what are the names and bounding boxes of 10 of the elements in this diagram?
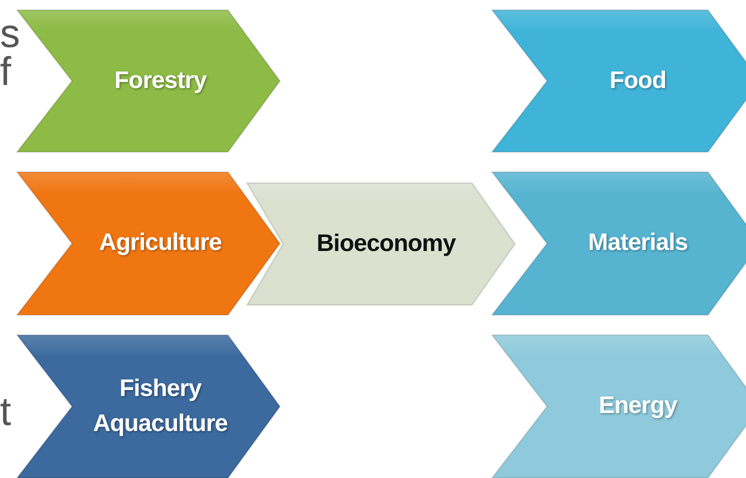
chevron-label: Agriculture xyxy=(99,228,222,258)
chevron-label: Energy xyxy=(598,391,678,422)
cut-off-text: t xyxy=(0,392,12,432)
cut-off-text: f xyxy=(0,52,12,92)
chevron-label: Materials xyxy=(588,228,688,258)
chevron-label: Bioeconomy xyxy=(316,228,456,259)
cut-off-text: s xyxy=(0,14,20,54)
chevron-label: Fishery Aquaculture xyxy=(92,374,229,438)
chevron-label: Forestry xyxy=(114,66,206,96)
chevron-label: Food xyxy=(610,66,666,96)
